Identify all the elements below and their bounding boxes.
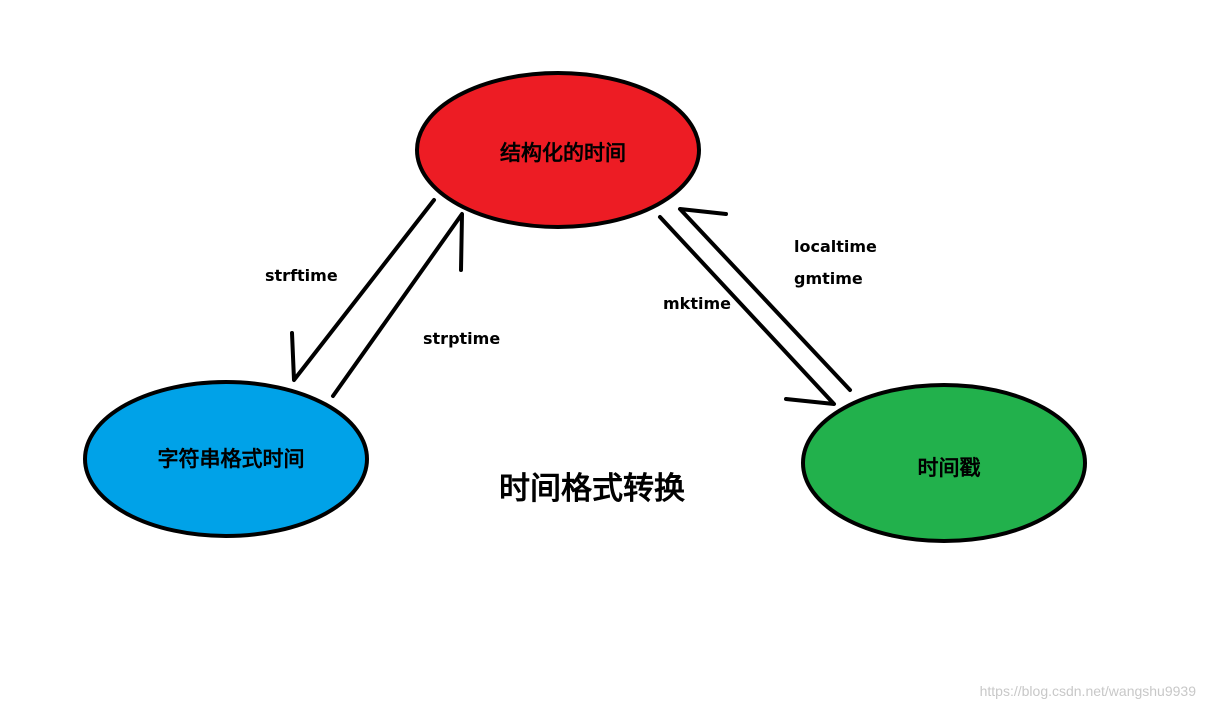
node-string-time: [83, 380, 369, 538]
arrow-mktime: [658, 215, 836, 406]
node-string-time-label: 字符串格式时间: [158, 447, 305, 471]
edge-label-mktime: mktime: [663, 294, 731, 313]
edge-label-gmtime: gmtime: [794, 269, 863, 288]
edge-label-strftime: strftime: [265, 266, 338, 285]
arrow-strptime: [331, 212, 464, 398]
node-timestamp-label: 时间戳: [918, 456, 981, 480]
node-structured-time-label: 结构化的时间: [500, 141, 626, 165]
node-structured-time: [415, 71, 701, 229]
edge-label-strptime: strptime: [423, 329, 500, 348]
arrow-localtime-gmtime: [678, 207, 852, 392]
edge-label-localtime: localtime: [794, 237, 877, 256]
watermark-url: https://blog.csdn.net/wangshu9939: [980, 683, 1197, 699]
node-timestamp: [801, 383, 1087, 543]
arrow-strftime: [290, 198, 436, 382]
diagram-title: 时间格式转换: [499, 471, 685, 507]
